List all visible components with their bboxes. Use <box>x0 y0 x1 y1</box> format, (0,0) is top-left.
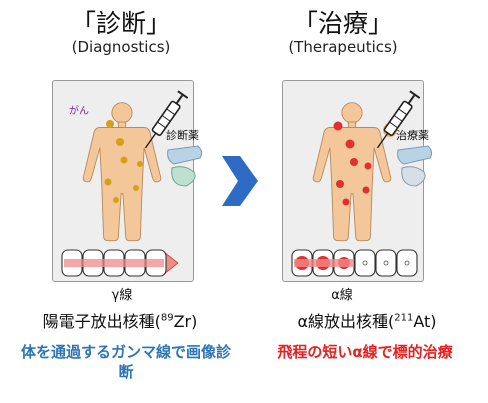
therapeutic-syringe-icon <box>372 90 421 153</box>
diagnostic-note: 体を通過するガンマ線で画像診断 <box>20 343 231 381</box>
therapeutics-illustration <box>291 102 418 277</box>
therapeutic-isotope: α線放出核種(211At) <box>297 312 437 331</box>
alpha-ray-hits-icon <box>294 256 354 270</box>
therapeutic-drug-label: 治療薬 <box>396 129 429 142</box>
alpha-ray-label: α線 <box>331 288 353 303</box>
diagnostic-spots-icon <box>104 120 143 203</box>
antibody-icon <box>397 145 433 187</box>
gamma-ray-label: γ線 <box>111 288 133 303</box>
antibody-icon <box>167 145 203 187</box>
therapeutic-note: 飛程の短いα線で標的治療 <box>277 343 453 361</box>
target-spots-icon <box>333 121 372 206</box>
diagnostics-illustration <box>61 102 179 277</box>
therapeutics-title: 「治療」 <box>292 9 393 38</box>
process-arrow-icon <box>222 156 258 206</box>
diagnostic-drug-label: 診断薬 <box>166 129 199 142</box>
diagnostic-isotope: 陽電子放出核種(89Zr) <box>42 312 198 331</box>
diagnostics-subtitle: (Diagnostics) <box>71 38 171 56</box>
diagnostics-title: 「診断」 <box>70 9 171 38</box>
therapeutics-subtitle: (Therapeutics) <box>288 38 398 56</box>
cancer-label: がん <box>69 106 89 117</box>
